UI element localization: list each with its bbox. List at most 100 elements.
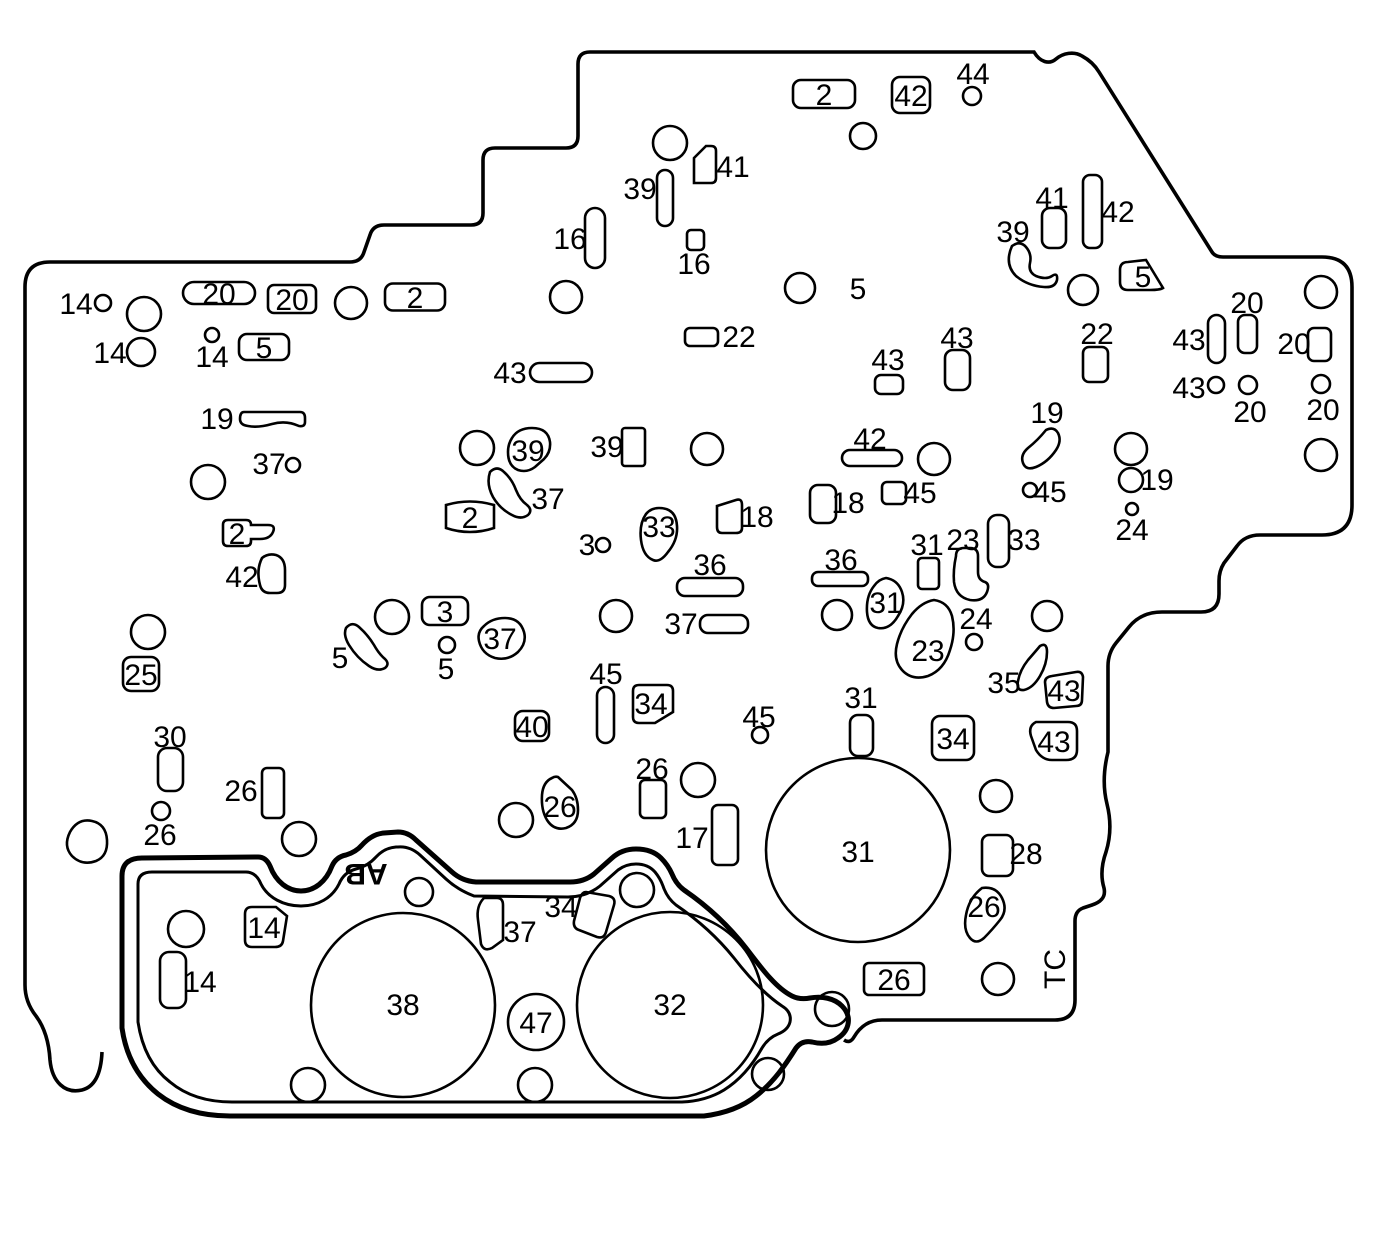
hole-circle (848, 121, 878, 151)
callout-label-43: 43 (1172, 372, 1205, 405)
hole-slot (158, 950, 188, 1010)
hole-slot (880, 480, 908, 506)
hole-slot (873, 373, 905, 396)
callout-label-26: 26 (635, 753, 668, 786)
callout-label-3: 3 (437, 596, 454, 629)
callout-label-2: 2 (407, 282, 424, 315)
callout-label-42: 42 (1101, 196, 1134, 229)
callout-label-36: 36 (693, 549, 726, 582)
callout-label-24: 24 (959, 603, 992, 636)
hole-circle (93, 293, 113, 313)
hole-circle (594, 536, 612, 554)
callout-label-43: 43 (1047, 675, 1080, 708)
hole-circle (280, 820, 318, 858)
hole-circle (916, 441, 952, 477)
hole-circle (1117, 466, 1145, 494)
holes-rects-group (156, 168, 1333, 1010)
hole-circle-38 (309, 911, 497, 1099)
callout-box-26 (862, 961, 926, 997)
callout-label-45: 45 (903, 477, 936, 510)
callout-label-3: 3 (579, 529, 596, 562)
hole-circle (679, 761, 717, 799)
hole-circle (980, 961, 1016, 997)
callout-label-17: 17 (675, 822, 708, 855)
callout-box-25 (121, 655, 161, 693)
hole-slot (655, 168, 675, 228)
hole-circle (964, 632, 984, 652)
hole-circle (1113, 431, 1149, 467)
callout-label-33: 33 (1007, 524, 1040, 557)
callout-label-37: 37 (664, 608, 697, 641)
hole-circle (150, 800, 172, 822)
callout-label-31: 31 (841, 836, 874, 869)
hole-circle (1303, 274, 1339, 310)
hole-circle-47 (506, 992, 566, 1052)
hole-slot (583, 206, 607, 270)
hole-slot (810, 570, 870, 588)
hole-slot (980, 833, 1015, 878)
callout-label-34: 34 (936, 723, 969, 756)
callout-box-40 (513, 709, 551, 743)
hole-circle (1030, 599, 1064, 633)
hole-banana-35 (1016, 643, 1049, 692)
hole-circle (689, 431, 725, 467)
hole-circle (1237, 374, 1259, 396)
callout-label-5: 5 (438, 653, 455, 686)
callout-label-19: 19 (1030, 397, 1063, 430)
gasket-outer-outline (119, 829, 851, 1119)
hole-blob-31 (865, 576, 905, 630)
hole-circle (125, 336, 157, 368)
hole-blob-37b (477, 616, 527, 661)
callout-label-20: 20 (1230, 287, 1263, 320)
callout-label-43: 43 (871, 344, 904, 377)
hole-circle (1066, 273, 1100, 307)
callout-label-43: 43 (940, 322, 973, 355)
callout-label-14: 14 (59, 288, 92, 321)
callout-label-5: 5 (332, 642, 349, 675)
callout-label-39: 39 (996, 216, 1029, 249)
callout-label-45: 45 (742, 701, 775, 734)
callout-box-20 (181, 280, 257, 306)
callout-label-41: 41 (716, 151, 749, 184)
gasket-outline-group (119, 829, 851, 1119)
callout-label-20: 20 (1233, 396, 1266, 429)
callout-label-TC: TC (1039, 949, 1072, 989)
hole-circle (403, 876, 435, 908)
callout-label-14: 14 (195, 341, 228, 374)
hole-circle-31 (764, 756, 952, 944)
hole-slot (1206, 313, 1227, 365)
callout-label-22: 22 (1080, 318, 1113, 351)
hole-pentagon-14 (243, 905, 289, 949)
callout-label-30: 30 (153, 721, 186, 754)
hole-circle (516, 1066, 554, 1104)
hole-slot (808, 483, 838, 525)
hole-circle (813, 990, 851, 1028)
hole-banana-5 (343, 622, 389, 671)
hole-circle (820, 598, 854, 632)
callout-label-38: 38 (386, 989, 419, 1022)
hole-circle (437, 635, 457, 655)
callout-label-2: 2 (462, 502, 479, 535)
hole-slot (1081, 345, 1110, 384)
hole-teardrop-26b (963, 886, 1006, 943)
callout-label-41: 41 (1035, 182, 1068, 215)
hole-hook-19 (1020, 427, 1061, 470)
callout-label-20: 20 (202, 278, 235, 311)
hole-slot (260, 766, 286, 820)
hole-slot (683, 326, 720, 348)
callout-label-24: 24 (1115, 514, 1148, 547)
hole-slot (916, 556, 941, 591)
callout-label-25: 25 (124, 659, 157, 692)
callout-label-43: 43 (1037, 726, 1070, 759)
callout-label-22: 22 (722, 321, 755, 354)
callout-label-2: 2 (816, 79, 833, 112)
hole-circle-32 (575, 910, 765, 1100)
hole-circle (333, 285, 369, 321)
callout-label-23: 23 (911, 635, 944, 668)
callout-label-20: 20 (1277, 328, 1310, 361)
hole-slot (595, 685, 616, 745)
hole-circle (203, 326, 221, 344)
callout-label-16: 16 (677, 248, 710, 281)
callout-label-45: 45 (1033, 476, 1066, 509)
